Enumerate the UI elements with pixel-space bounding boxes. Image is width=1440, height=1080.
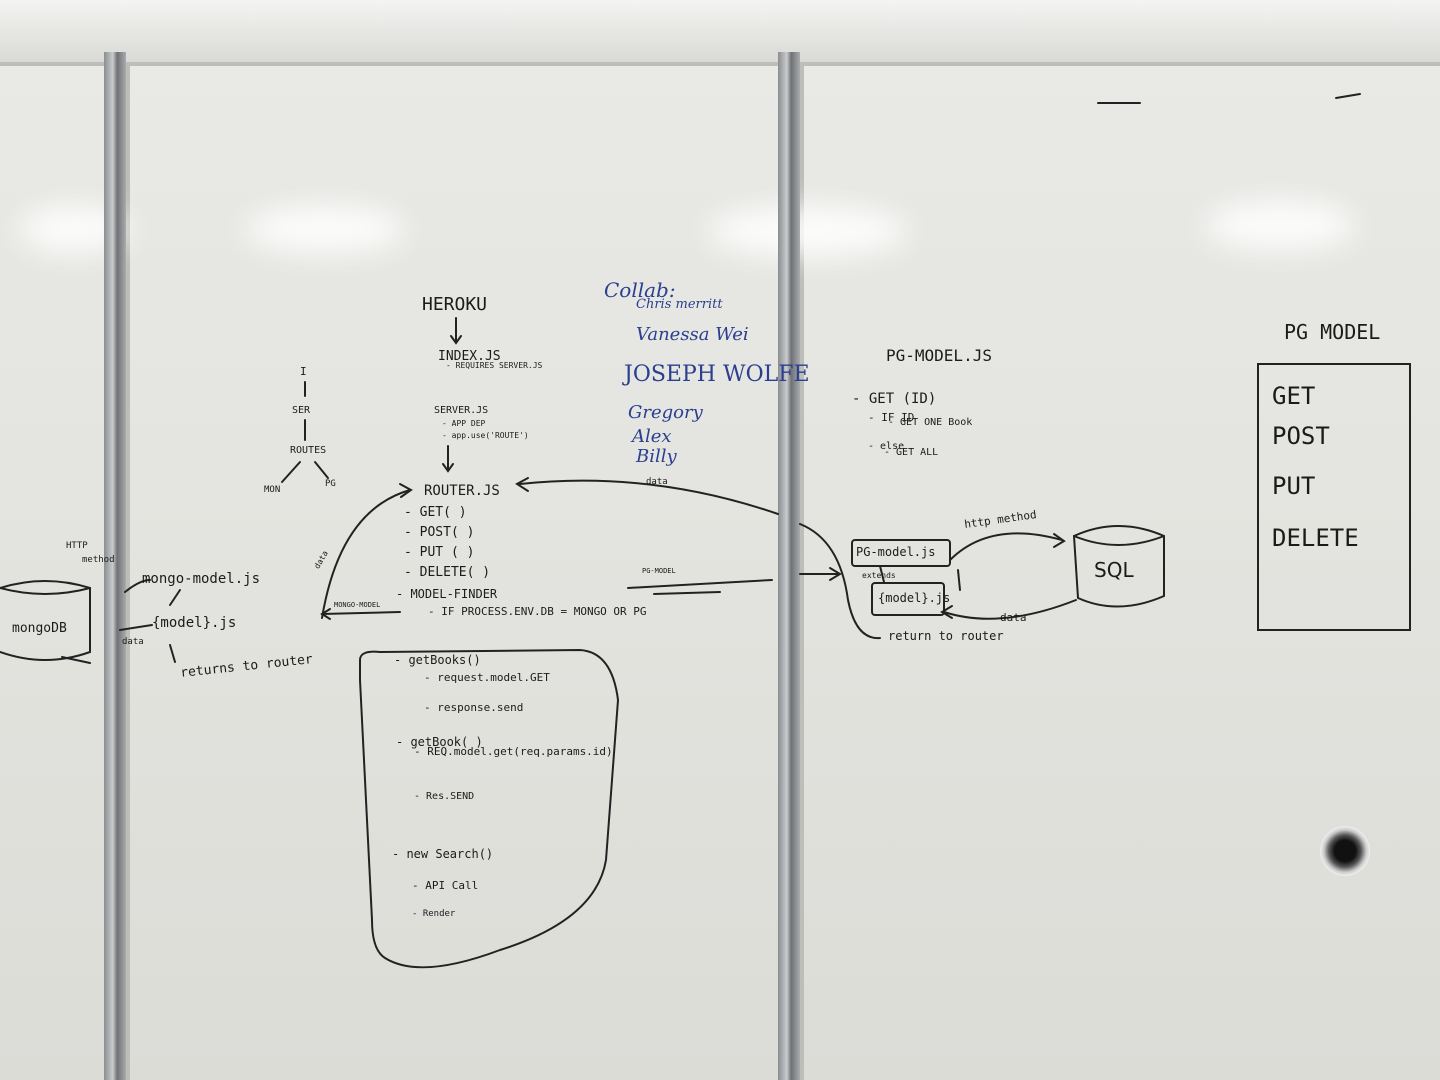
return-to-router-label: return to router: [888, 629, 1004, 643]
heroku-label: HEROKU: [422, 294, 488, 315]
tree-pg-label: PG: [325, 479, 336, 489]
mongo-model-js-label: mongo-model.js: [142, 571, 261, 587]
sql-data-label: data: [1000, 611, 1027, 624]
glare: [1205, 200, 1355, 250]
collab-name: Chris merritt: [636, 297, 723, 312]
router-js-label: ROUTER.JS: [424, 483, 500, 499]
server-js-label: SERVER.JS: [434, 405, 489, 416]
if-id-label: - IF ID: [868, 411, 915, 424]
model-finder-label: - MODEL-FINDER: [396, 587, 498, 601]
pg-model-card: [1257, 363, 1411, 631]
tree-routes-label: ROUTES: [290, 445, 327, 456]
tree-i-label: I: [300, 365, 307, 378]
get-id-label: - GET (ID): [852, 391, 937, 407]
index-js-label: INDEX.JS: [438, 349, 501, 364]
get-all-label: - GET ALL: [884, 447, 939, 458]
pg-model-card-item: POST: [1272, 422, 1330, 450]
model-js-label: {model}.js: [152, 615, 237, 631]
pg-model-file-label: PG-model.js: [856, 545, 936, 559]
sql-label: SQL: [1094, 558, 1134, 582]
pg-model-card-item: DELETE: [1272, 524, 1359, 552]
pg-model-card-item: PUT: [1272, 472, 1316, 500]
pg-model-js-heading: PG-MODEL.JS: [886, 346, 992, 365]
box-item: - response.send: [424, 701, 524, 714]
box-item: - Render: [412, 909, 456, 919]
box-item: - request.model.GET: [424, 671, 550, 684]
mongodb-cylinder: [0, 580, 91, 661]
wall-sensor-icon: [1320, 826, 1370, 876]
app-use-label: - app.use('ROUTE'): [442, 431, 529, 440]
glare: [708, 205, 908, 257]
tree-mon-label: MON: [264, 485, 281, 495]
model-file-label: {model}.js: [878, 591, 951, 605]
collab-name: JOSEPH WOLFE: [624, 362, 810, 387]
mongodb-label: mongoDB: [12, 621, 67, 636]
router-methods-box: [359, 648, 620, 969]
pg-model-card-title: PG MODEL: [1284, 320, 1381, 344]
router-method-put: - PUT ( ): [404, 545, 475, 560]
tree-ser-label: SER: [292, 405, 311, 416]
if-process-label: - IF PROCESS.ENV.DB = MONGO OR PG: [428, 605, 647, 618]
pg-model-arrow-label: PG-MODEL: [642, 567, 676, 575]
requires-server-label: - REQUIRES SERVER.JS: [446, 361, 543, 370]
wall-top-frame: [0, 0, 1440, 62]
mongo-model-arrow-label: MONGO-MODEL: [334, 601, 381, 609]
frame-rail-1: [104, 52, 126, 1080]
http-label: HTTP: [66, 541, 88, 551]
method-label: method: [82, 555, 115, 565]
collab-name: Billy: [636, 446, 677, 467]
box-item: - Res.SEND: [414, 791, 475, 802]
extends-label: extends: [862, 571, 896, 580]
pg-model-card-item: GET: [1272, 382, 1316, 410]
sql-cylinder: [1072, 525, 1165, 608]
box-item: - getBooks(): [394, 653, 481, 667]
box-item: - API Call: [412, 879, 479, 892]
collab-name: Alex: [632, 426, 672, 447]
router-method-get: - GET( ): [404, 505, 467, 520]
get-one-book-label: - GET ONE Book: [888, 417, 973, 428]
collab-heading: Collab:: [604, 278, 676, 302]
box-item: - new Search(): [392, 847, 494, 861]
app-dep-label: - APP DEP: [442, 419, 486, 428]
glare: [245, 205, 405, 253]
else-label: - else: [868, 441, 905, 452]
mongo-data-label: data: [122, 637, 144, 647]
collab-name: Vanessa Wei: [636, 324, 749, 345]
router-method-post: - POST( ): [404, 525, 475, 540]
box-item: - getBook( ): [396, 735, 483, 749]
pg-model-box: [851, 539, 951, 567]
model-box: [871, 582, 945, 616]
data-arrow-label: data: [646, 477, 668, 487]
collab-name: Gregory: [628, 402, 703, 423]
box-item: - REQ.model.get(req.params.id): [414, 745, 613, 758]
frame-rail-2: [778, 52, 800, 1080]
router-method-delete: - DELETE( ): [404, 565, 491, 580]
whiteboard-panel-center: [130, 66, 780, 1080]
